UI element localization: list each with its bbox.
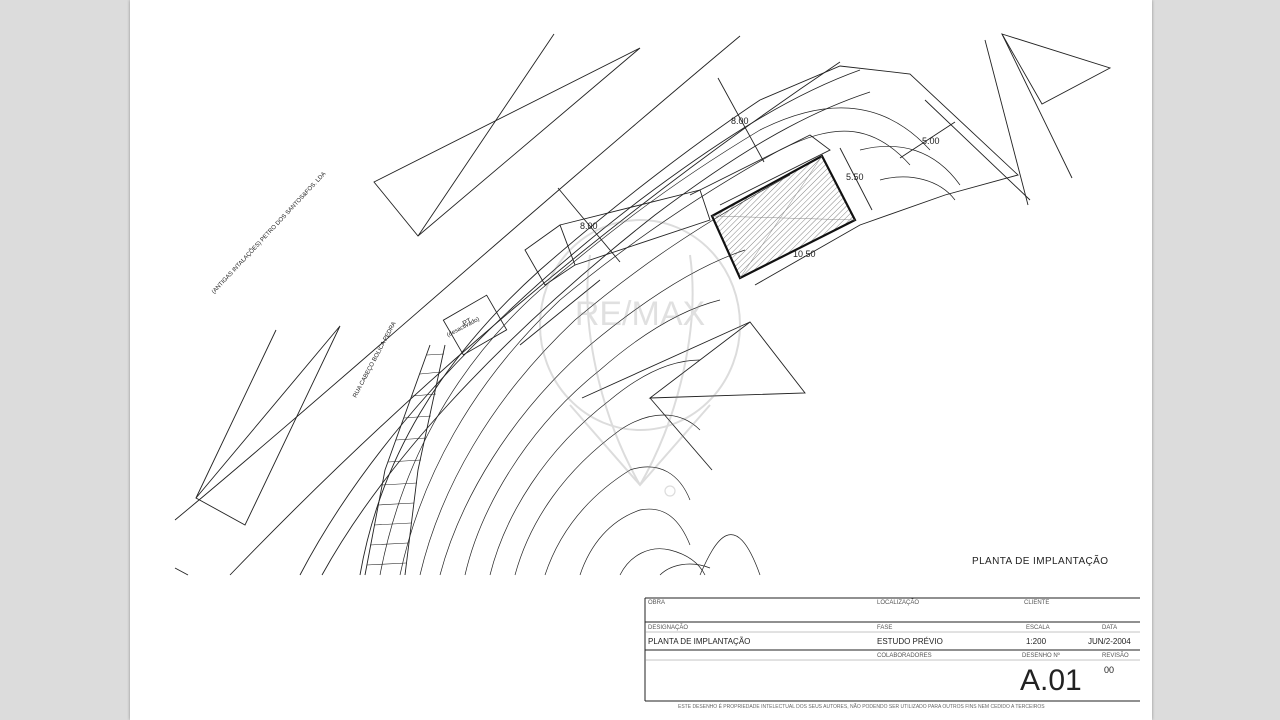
slope-strip-right <box>404 344 446 576</box>
plot-tick-3 <box>519 279 601 346</box>
building-diagonal-1 <box>711 215 856 221</box>
dim-line-550 <box>839 147 873 211</box>
pt-label: PT <box>462 317 474 328</box>
neighbor-label: (ANTIGAS INTALAÇÕES) PETRO DOS SANTOS&FO… <box>210 171 327 296</box>
dim-label-8-top: 8.00 <box>731 116 749 126</box>
dim-line-8b <box>557 187 621 263</box>
dim-label-5-50: 5.50 <box>846 172 864 182</box>
watermark-balloon-tail <box>569 404 711 487</box>
neighbor-triangle-1 <box>373 47 641 237</box>
section-triangle <box>648 321 806 399</box>
watermark-stripe-2 <box>639 254 694 486</box>
north-line-2 <box>1001 33 1073 179</box>
north-triangle <box>1001 33 1112 105</box>
road-edge-outer <box>174 35 741 521</box>
dim-label-8-mid: 8.00 <box>580 221 598 231</box>
road-edge-inner <box>229 61 841 576</box>
road-curb-2 <box>321 91 871 576</box>
registered-mark <box>664 485 676 497</box>
north-line-1 <box>984 39 1029 206</box>
setback-line <box>689 134 831 206</box>
remax-watermark: RE/MAX <box>539 219 741 497</box>
plot-tick-1 <box>174 567 189 576</box>
building-diagonal-2 <box>739 155 823 279</box>
slope-strip-left <box>364 344 431 576</box>
contour-lines <box>379 107 961 576</box>
dim-label-10-50: 10.50 <box>793 249 816 259</box>
section-line-1 <box>581 321 751 399</box>
watermark-balloon <box>539 219 741 431</box>
plot-boundary <box>359 65 1019 576</box>
section-line-2 <box>649 397 713 471</box>
watermark-stripe-1 <box>586 254 641 486</box>
slope-hatching <box>366 353 445 566</box>
dim-line-5 <box>899 121 956 159</box>
neighbor-line-2 <box>195 329 277 499</box>
neighbor-triangle-2 <box>195 325 341 526</box>
road-label: RUA CABEÇO BOLICA PEDRA <box>352 321 397 399</box>
watermark-text: RE/MAX <box>575 295 705 333</box>
dim-label-5: 5.00 <box>922 136 940 146</box>
lot-b <box>559 189 711 266</box>
plot-tick-2 <box>924 99 1031 201</box>
neighbor-line-1 <box>417 33 555 237</box>
pt-building <box>442 294 508 356</box>
dim-line-8a <box>717 77 765 163</box>
